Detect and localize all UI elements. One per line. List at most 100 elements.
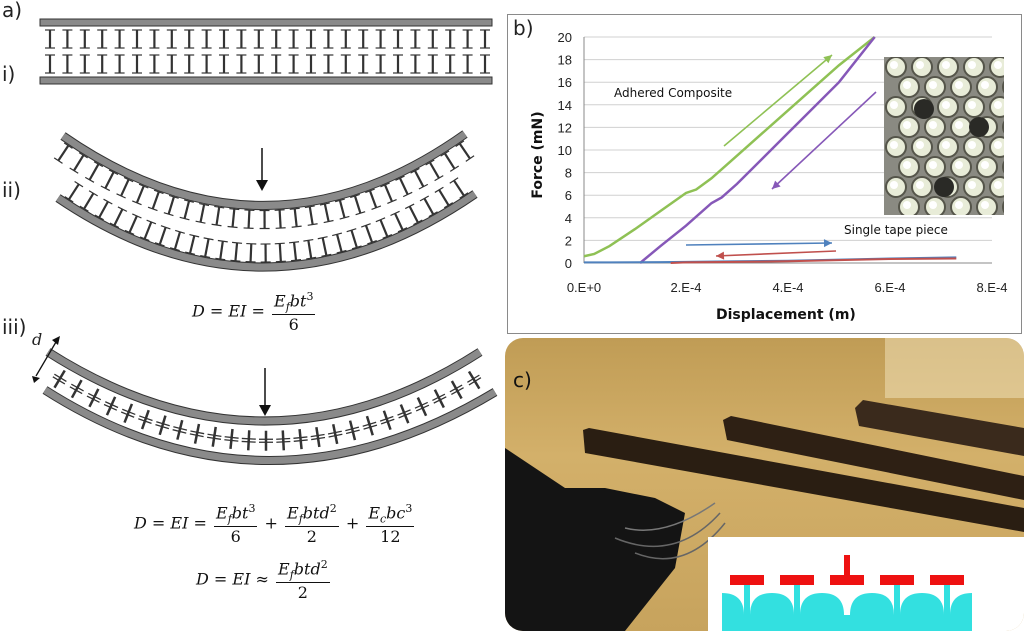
interlocked-pillar (325, 421, 346, 447)
micrograph-highlight (994, 61, 1002, 69)
micrograph-highlight (955, 161, 963, 169)
micrograph-highlight (890, 181, 898, 189)
micrograph-highlight (903, 161, 911, 169)
eq3-num: E (278, 559, 290, 579)
dark-mass (505, 448, 685, 631)
load-arrowhead-iii (259, 405, 271, 416)
panel-label-a: a) (2, 0, 23, 22)
pillar (304, 53, 318, 75)
pillar (322, 53, 335, 75)
interlocked-pillar (239, 428, 258, 452)
pillar (43, 28, 57, 50)
pillar (303, 204, 319, 227)
eq2-t2-rest: btd (302, 503, 330, 523)
pillar (287, 53, 300, 75)
flat-top-layer (39, 18, 493, 27)
pillar (444, 53, 457, 75)
pillar (244, 242, 258, 264)
pillar-schematic-inset (708, 537, 1024, 631)
pillar (287, 240, 303, 262)
interlocked-pillar (461, 366, 487, 394)
pillar (339, 53, 352, 75)
comp-bottom-layer-fill (43, 387, 497, 464)
pillar (93, 198, 114, 221)
interlocked-pillar (222, 427, 241, 451)
bent-bottom-layer-fill (56, 191, 477, 271)
rod-2 (723, 416, 1024, 500)
micrograph-highlight (942, 141, 950, 149)
micrograph-highlight (955, 201, 963, 209)
pillar (331, 231, 348, 255)
pillar (214, 239, 229, 261)
pillar (339, 28, 352, 50)
micrograph-highlight (968, 181, 976, 189)
interlocked-pillar (169, 417, 191, 443)
interlocked-pillar (410, 393, 434, 420)
chart-inset-micrograph (884, 57, 1004, 215)
pillar (394, 174, 414, 198)
pillar (138, 219, 158, 242)
micrograph-dots (885, 57, 1004, 215)
pillar (131, 183, 150, 206)
eq2-t2-sub: f (298, 512, 303, 526)
cap-5 (930, 575, 964, 585)
micrograph-highlight (929, 121, 937, 129)
pillar (258, 209, 271, 230)
eq2-t1-num: E (216, 503, 228, 523)
pillar (226, 207, 241, 229)
pillar (78, 53, 91, 75)
pillar (360, 222, 378, 246)
pillar (345, 227, 363, 250)
panel-label-i: i) (2, 62, 16, 86)
pillar (318, 201, 335, 224)
pillar (183, 53, 196, 75)
pillar (84, 160, 104, 184)
pillar (270, 53, 283, 75)
pillar (374, 28, 387, 50)
eq2-t2-num: E (287, 503, 299, 523)
equation-flexural-rigidity-approx: D = EI ≈ Efbtd2 2 (196, 558, 332, 602)
pillar (379, 181, 398, 205)
pillar (374, 216, 394, 240)
pillar (391, 53, 405, 75)
pillar (78, 28, 91, 50)
micrograph-highlight (890, 101, 898, 109)
eq3-fraction: Efbtd2 2 (276, 558, 330, 602)
micrograph-highlight (994, 181, 1002, 189)
equation-flexural-rigidity-single: D = EI = Efbt3 6 (192, 290, 317, 334)
eq2-t2-den: 2 (306, 526, 317, 546)
micrograph-highlight (916, 61, 924, 69)
eq2-t1-sup: 3 (248, 502, 256, 515)
pillar (461, 53, 474, 75)
pillar (409, 28, 422, 50)
pillar (333, 197, 351, 221)
pillar (391, 28, 405, 50)
micrograph-dark-pillar (914, 99, 934, 119)
micrograph-highlight (968, 141, 976, 149)
schematic-svg (32, 18, 498, 465)
pillar (148, 53, 161, 75)
pillar (113, 28, 126, 50)
micrograph-highlight (903, 121, 911, 129)
pillar (169, 229, 186, 252)
pillar (61, 28, 74, 50)
pillar (357, 28, 370, 50)
pillar (444, 28, 457, 50)
micrograph-highlight (929, 161, 937, 169)
pillar (409, 53, 422, 75)
pillar (389, 210, 409, 233)
pillar (217, 28, 231, 50)
pillar (130, 28, 144, 50)
micrograph-highlight (955, 81, 963, 89)
pillar (96, 28, 109, 50)
pillar (304, 28, 318, 50)
photo-scene (505, 338, 1024, 631)
pillar (115, 176, 135, 200)
interlocked-pillar (427, 385, 452, 412)
pillar (199, 236, 215, 259)
eq3-num-sub: f (289, 568, 294, 582)
eq2-term1: Efbt3 6 (214, 502, 258, 546)
rod-3 (855, 400, 1024, 456)
pillar-schematic-svg (722, 555, 972, 631)
pillar (235, 53, 248, 75)
